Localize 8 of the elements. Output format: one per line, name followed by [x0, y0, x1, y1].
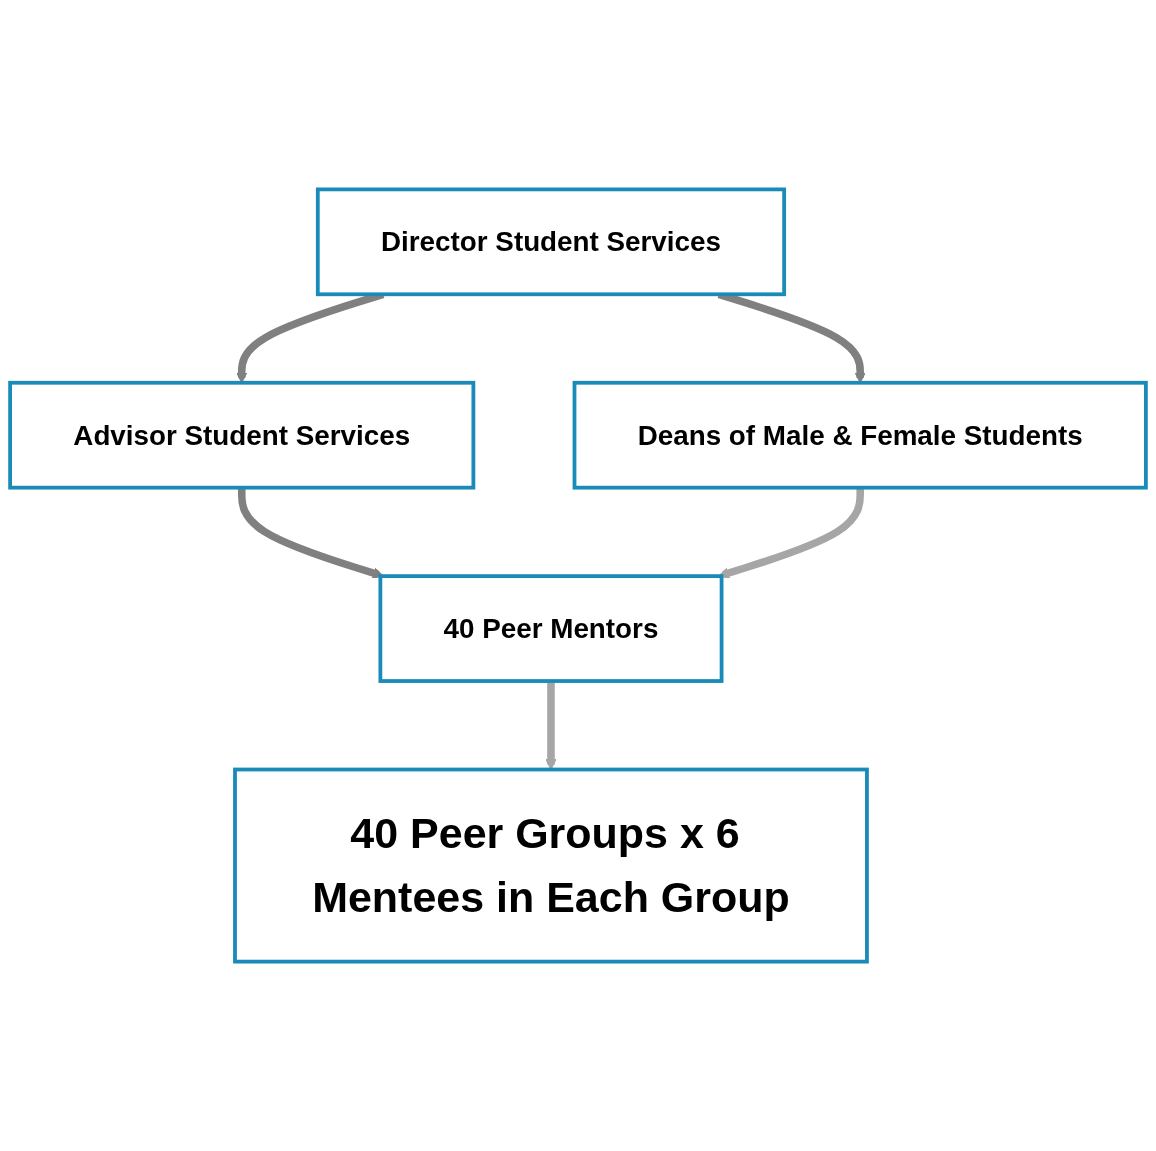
arrow — [718, 487, 864, 579]
node-box: Advisor Student Services — [8, 380, 476, 490]
node-box: Director Student Services — [315, 187, 787, 297]
node-box: Deans of Male & Female Students — [572, 380, 1148, 490]
node-box: 40 Peer Mentors — [378, 574, 724, 683]
arrow — [237, 487, 384, 579]
node-box: 40 Peer Groups x 6 Mentees in Each Group — [233, 767, 869, 964]
arrow — [545, 681, 557, 770]
